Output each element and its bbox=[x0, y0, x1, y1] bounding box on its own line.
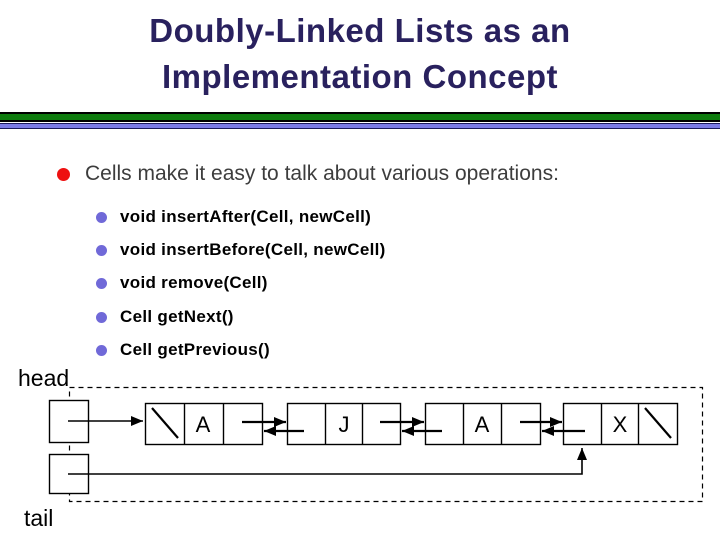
title-line-2: Implementation Concept bbox=[161, 58, 559, 95]
cell-value: A bbox=[196, 412, 211, 437]
cell-value: X bbox=[613, 412, 628, 437]
sub-bullet-insert-after: void insertAfter(Cell, newCell) bbox=[96, 205, 371, 229]
list-cell-1: A bbox=[144, 402, 264, 446]
cell-value: A bbox=[475, 412, 490, 437]
list-cell-4: X bbox=[562, 402, 679, 446]
page-title: Doubly-Linked Lists as an Implementation… bbox=[0, 8, 720, 100]
sub-bullet-text: Cell getPrevious() bbox=[120, 340, 270, 359]
divider-blue-bar bbox=[0, 123, 720, 129]
null-slash-icon bbox=[644, 407, 672, 439]
cell-value: J bbox=[339, 412, 350, 437]
bullet-dot-icon bbox=[96, 344, 107, 356]
sub-bullet-get-next: Cell getNext() bbox=[96, 305, 234, 329]
sub-bullet-insert-before: void insertBefore(Cell, newCell) bbox=[96, 238, 386, 262]
head-label: head bbox=[18, 365, 69, 391]
tail-arrow bbox=[68, 448, 587, 475]
divider-green-bar bbox=[0, 112, 720, 122]
null-slash-icon bbox=[151, 407, 179, 439]
bullet-dot-icon bbox=[57, 167, 70, 181]
bullet-dot-icon bbox=[96, 211, 107, 223]
dashed-boundary bbox=[68, 386, 704, 503]
title-line-1: Doubly-Linked Lists as an bbox=[149, 12, 571, 49]
sub-bullet-text: void remove(Cell) bbox=[120, 273, 268, 292]
list-cell-3: A bbox=[424, 402, 542, 446]
sub-bullet-text: void insertAfter(Cell, newCell) bbox=[120, 207, 372, 226]
sub-bullet-text: Cell getNext() bbox=[120, 307, 234, 326]
bullet-dot-icon bbox=[96, 311, 107, 323]
linked-list-diagram: head tail A J A bbox=[18, 365, 704, 531]
tail-label: tail bbox=[24, 505, 53, 531]
bullet-dot-icon bbox=[96, 277, 107, 289]
main-bullet-row: Cells make it easy to talk about various… bbox=[57, 162, 559, 186]
sub-bullet-remove: void remove(Cell) bbox=[96, 271, 268, 295]
main-bullet-text: Cells make it easy to talk about various… bbox=[85, 162, 559, 185]
bullet-dot-icon bbox=[96, 244, 107, 256]
sub-bullet-text: void insertBefore(Cell, newCell) bbox=[120, 240, 386, 259]
list-cell-2: J bbox=[286, 402, 402, 446]
sub-bullet-get-previous: Cell getPrevious() bbox=[96, 338, 270, 362]
